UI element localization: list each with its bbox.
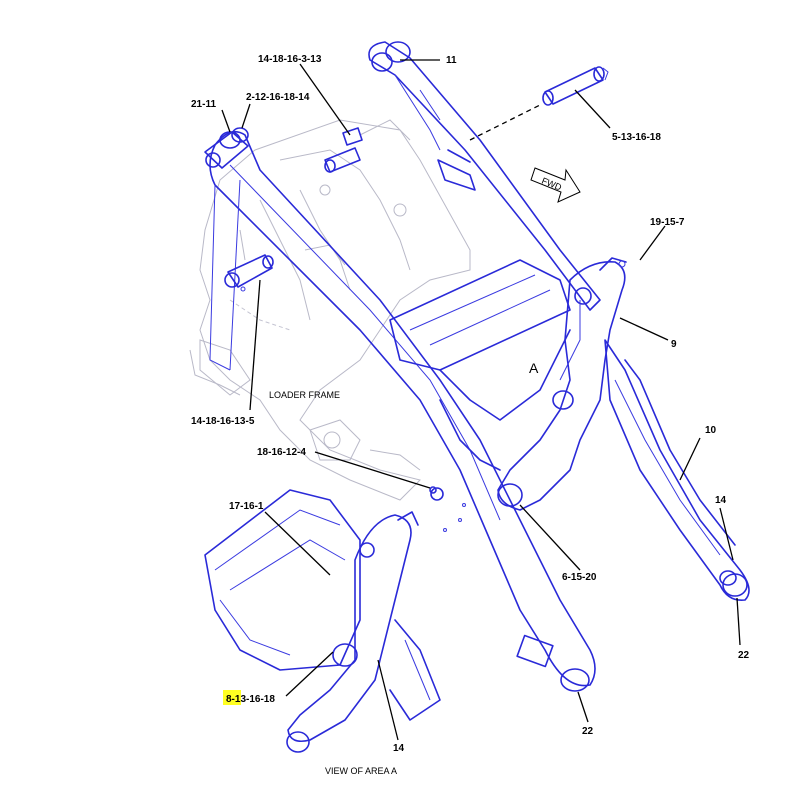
lift-arm-left bbox=[209, 130, 596, 692]
label-14-right[interactable]: 14 bbox=[715, 495, 727, 506]
pin-5-13-16-18 bbox=[469, 66, 609, 141]
leader-lines bbox=[221, 59, 741, 741]
caption-loader-frame: LOADER FRAME bbox=[269, 390, 340, 400]
label-19-15-7[interactable]: 19-15-7 bbox=[650, 217, 685, 228]
label-21-11[interactable]: 21-11 bbox=[191, 99, 216, 110]
label-8-13-16-18[interactable]: 8-13-16-18 bbox=[226, 694, 275, 705]
highlight-marker bbox=[223, 690, 241, 705]
detail-view-area-a bbox=[204, 489, 441, 753]
caption-view-of-area-a: VIEW OF AREA A bbox=[325, 766, 397, 776]
label-14-bottom[interactable]: 14 bbox=[393, 743, 405, 754]
label-10[interactable]: 10 bbox=[705, 425, 717, 436]
label-11[interactable]: 11 bbox=[446, 55, 457, 66]
pin-14-18-16-3-13 bbox=[324, 127, 363, 173]
label-5-13-16-18[interactable]: 5-13-16-18 bbox=[612, 132, 661, 143]
cross-tube bbox=[389, 259, 571, 471]
pin-14-18-16-13-5 bbox=[224, 254, 274, 292]
area-a-label: A bbox=[529, 360, 539, 376]
label-17-16-1[interactable]: 17-16-1 bbox=[229, 501, 264, 512]
fwd-arrow-icon: FWD bbox=[530, 167, 581, 203]
label-6-15-20[interactable]: 6-15-20 bbox=[562, 572, 597, 583]
fittings bbox=[429, 486, 466, 532]
label-14-18-16-3-13[interactable]: 14-18-16-3-13 bbox=[258, 54, 322, 65]
part-labels: 21-11 2-12-16-18-14 14-18-16-3-13 11 5-1… bbox=[191, 54, 750, 754]
label-14-18-16-13-5[interactable]: 14-18-16-13-5 bbox=[191, 416, 255, 427]
label-18-16-12-4[interactable]: 18-16-12-4 bbox=[257, 447, 306, 458]
loader-frame bbox=[189, 119, 471, 501]
bellcrank-main bbox=[497, 257, 627, 511]
label-22-bottom[interactable]: 22 bbox=[582, 726, 594, 737]
label-2-12-16-18-14[interactable]: 2-12-16-18-14 bbox=[246, 92, 310, 103]
label-9[interactable]: 9 bbox=[671, 339, 677, 350]
tilt-link-10 bbox=[604, 339, 750, 602]
lift-arm-right bbox=[368, 41, 601, 311]
label-22-right[interactable]: 22 bbox=[738, 650, 750, 661]
